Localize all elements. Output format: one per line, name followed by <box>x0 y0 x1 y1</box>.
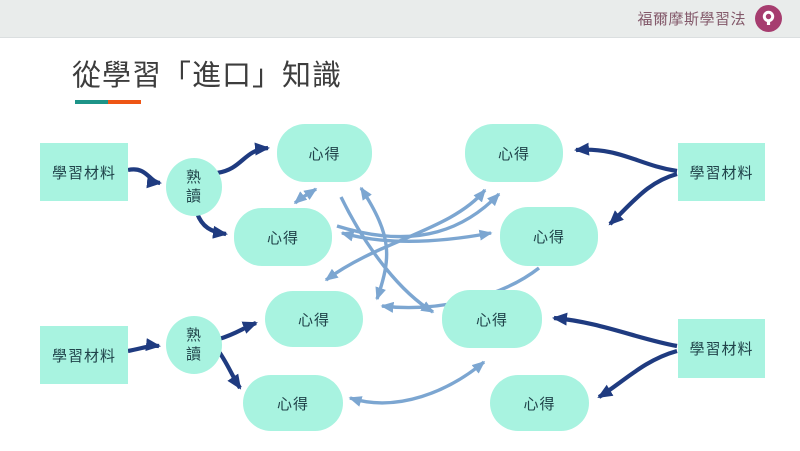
edge-material-br-insight-h <box>597 348 678 399</box>
node-material-top-left[interactable]: 學習材料 <box>40 143 128 201</box>
node-label: 心得 <box>532 229 565 246</box>
node-insight-e[interactable]: 心得 <box>265 291 363 347</box>
node-label: 學習材料 <box>51 164 116 182</box>
node-material-bottom-left[interactable]: 學習材料 <box>40 326 128 384</box>
node-label: 心得 <box>308 145 341 163</box>
accent-teal-segment <box>75 100 108 104</box>
edge-material-tr-insight-d <box>608 171 678 226</box>
node-label: 熟讀 <box>185 168 202 206</box>
edge-read-top-insight-a <box>216 142 270 176</box>
node-label: 學習材料 <box>689 341 754 358</box>
edge-material-tr-insight-c <box>574 142 678 174</box>
node-material-bottom-right[interactable]: 學習材料 <box>678 319 765 378</box>
node-label: 心得 <box>266 229 299 247</box>
node-material-top-right[interactable]: 學習材料 <box>678 143 765 201</box>
accent-orange-segment <box>108 100 141 104</box>
node-label: 熟讀 <box>185 326 202 364</box>
edge-read-top-insight-b <box>195 212 228 239</box>
edge-read-bottom-insight-e <box>218 321 258 342</box>
edge-material-tl-read-top <box>127 167 162 189</box>
app-title: 福爾摩斯學習法 <box>637 11 746 28</box>
node-label: 學習材料 <box>689 164 754 182</box>
title-accent-bar <box>75 100 141 104</box>
edge-insight-f-insight-g <box>348 360 486 407</box>
node-insight-f[interactable]: 心得 <box>243 375 343 431</box>
page-title: 從學習「進口」知識 <box>72 60 343 92</box>
edge-material-bl-read-bottom <box>127 338 161 354</box>
node-insight-a[interactable]: 心得 <box>277 124 372 182</box>
primary-edges <box>127 142 678 399</box>
edge-insight-a-insight-g <box>339 196 435 314</box>
node-read-top[interactable]: 熟讀 <box>166 158 222 216</box>
node-label: 心得 <box>475 311 508 329</box>
node-label: 心得 <box>297 311 330 329</box>
node-insight-c[interactable]: 心得 <box>465 124 563 182</box>
magnifier-icon <box>755 5 782 32</box>
node-label: 心得 <box>523 395 556 413</box>
edge-insight-a-insight-e <box>359 186 389 301</box>
node-insight-g[interactable]: 心得 <box>442 290 542 348</box>
node-insight-h[interactable]: 心得 <box>490 375 589 431</box>
node-insight-b[interactable]: 心得 <box>234 208 332 266</box>
top-bar: 福爾摩斯學習法 <box>0 0 800 38</box>
node-insight-d[interactable]: 心得 <box>500 207 598 266</box>
node-label: 心得 <box>497 145 530 163</box>
edge-insight-a-insight-b <box>293 187 318 205</box>
node-label: 學習材料 <box>51 347 116 365</box>
edge-material-br-insight-g <box>552 312 678 349</box>
node-label: 心得 <box>276 395 309 413</box>
edge-read-bottom-insight-f <box>215 347 242 390</box>
node-read-bottom[interactable]: 熟讀 <box>166 316 222 374</box>
